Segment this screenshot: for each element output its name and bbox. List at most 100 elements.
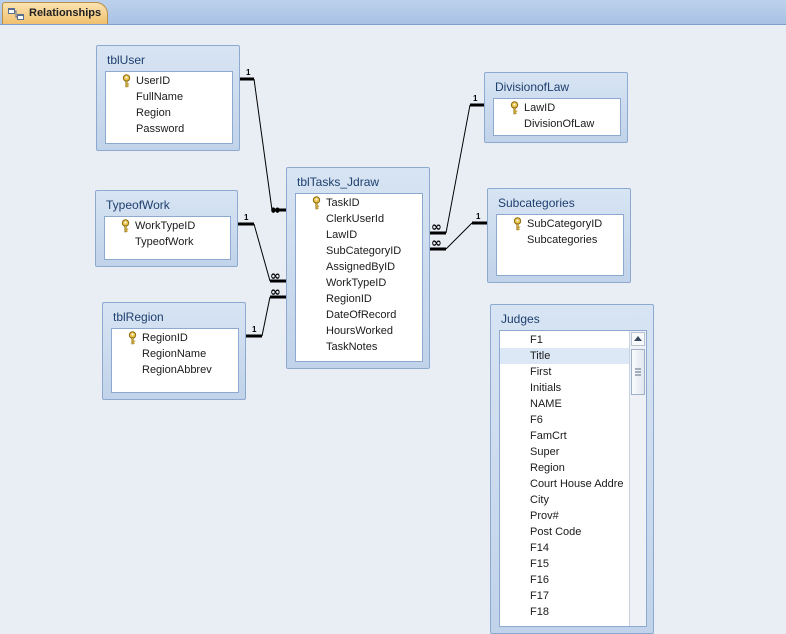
field-name: Subcategories — [527, 234, 598, 246]
field-name: F17 — [530, 590, 549, 602]
field-name: RegionID — [326, 293, 372, 305]
field-name: WorkTypeID — [135, 220, 196, 232]
field-row[interactable]: WorkTypeID — [105, 218, 230, 234]
field-name: First — [530, 366, 552, 378]
field-row[interactable]: F17 — [500, 588, 630, 604]
field-name: F6 — [530, 414, 543, 426]
field-name: F18 — [530, 606, 549, 618]
field-row[interactable]: F18 — [500, 604, 630, 620]
field-row[interactable]: ClerkUserId — [296, 211, 422, 227]
field-row[interactable]: RegionAbbrev — [112, 362, 238, 378]
field-row[interactable]: RegionID — [296, 291, 422, 307]
field-name: FullName — [136, 91, 184, 103]
field-row[interactable]: AssignedByID — [296, 259, 422, 275]
field-row[interactable]: F14 — [500, 540, 630, 556]
field-name: F15 — [530, 558, 549, 570]
table-typeofwork[interactable]: TypeofWork WorkTypeID TypeofWork — [95, 190, 238, 267]
field-name: SubCategoryID — [527, 218, 603, 230]
field-list: LawID DivisionOfLaw — [493, 98, 621, 136]
table-title[interactable]: Judges — [501, 312, 540, 326]
field-row[interactable]: Court House Addre — [500, 476, 630, 492]
table-title[interactable]: Subcategories — [498, 196, 575, 210]
field-name: RegionName — [142, 348, 207, 360]
scroll-thumb[interactable] — [631, 349, 645, 395]
field-name: F1 — [530, 334, 543, 346]
table-title[interactable]: tblRegion — [113, 310, 164, 324]
tab-label: Relationships — [29, 7, 102, 19]
field-row[interactable]: LawID — [296, 227, 422, 243]
field-name: Prov# — [530, 510, 559, 522]
field-name: NAME — [530, 398, 562, 410]
field-row[interactable]: Password — [106, 121, 232, 137]
field-row[interactable]: City — [500, 492, 630, 508]
vertical-scrollbar[interactable] — [629, 331, 646, 626]
field-name: Region — [530, 462, 565, 474]
field-name: Password — [136, 123, 185, 135]
document-tab-bar: Relationships — [0, 0, 786, 25]
field-row[interactable]: First — [500, 364, 630, 380]
field-row[interactable]: Region — [106, 105, 232, 121]
primary-key-icon — [121, 219, 130, 233]
field-row[interactable]: SubCategoryID — [497, 216, 623, 232]
field-row[interactable]: DateOfRecord — [296, 307, 422, 323]
field-row[interactable]: Title — [500, 348, 630, 364]
field-row[interactable]: F15 — [500, 556, 630, 572]
table-divisionoflaw[interactable]: DivisionofLaw LawID DivisionOfLaw — [484, 72, 628, 143]
field-name: SubCategoryID — [326, 245, 402, 257]
field-name: F14 — [530, 542, 549, 554]
field-name: Region — [136, 107, 171, 119]
relationships-icon — [8, 8, 24, 20]
table-title[interactable]: DivisionofLaw — [495, 80, 570, 94]
field-row[interactable]: NAME — [500, 396, 630, 412]
scroll-up-button[interactable] — [631, 332, 645, 346]
field-name: RegionAbbrev — [142, 364, 212, 376]
field-name: FamCrt — [530, 430, 567, 442]
field-name: UserID — [136, 75, 171, 87]
table-title[interactable]: tblTasks_Jdraw — [297, 175, 380, 189]
primary-key-icon — [122, 74, 131, 88]
primary-key-icon — [312, 196, 321, 210]
field-name: LawID — [524, 102, 556, 114]
field-name: City — [530, 494, 549, 506]
table-title[interactable]: tblUser — [107, 53, 146, 67]
field-row[interactable]: UserID — [106, 73, 232, 89]
field-row[interactable]: LawID — [494, 100, 620, 116]
field-row[interactable]: Post Code — [500, 524, 630, 540]
field-row[interactable]: Region — [500, 460, 630, 476]
field-row[interactable]: F6 — [500, 412, 630, 428]
field-row[interactable]: FamCrt — [500, 428, 630, 444]
field-row[interactable]: F16 — [500, 572, 630, 588]
primary-key-icon — [510, 101, 519, 115]
field-name: TaskNotes — [326, 341, 378, 353]
field-row[interactable]: WorkTypeID — [296, 275, 422, 291]
field-name: Court House Addre — [530, 478, 624, 490]
field-name: ClerkUserId — [326, 213, 385, 225]
field-row[interactable]: HoursWorked — [296, 323, 422, 339]
table-title[interactable]: TypeofWork — [106, 198, 170, 212]
field-row[interactable]: F1 — [500, 332, 630, 348]
field-row[interactable]: TaskID — [296, 195, 422, 211]
tab-relationships[interactable]: Relationships — [2, 2, 108, 24]
field-row[interactable]: Initials — [500, 380, 630, 396]
field-list: WorkTypeID TypeofWork — [104, 216, 231, 260]
field-row[interactable]: FullName — [106, 89, 232, 105]
field-row[interactable]: DivisionOfLaw — [494, 116, 620, 132]
field-row[interactable]: TaskNotes — [296, 339, 422, 355]
field-row[interactable]: Subcategories — [497, 232, 623, 248]
arrow-up-icon — [634, 336, 642, 341]
field-name: LawID — [326, 229, 358, 241]
field-row[interactable]: RegionName — [112, 346, 238, 362]
field-row[interactable]: Prov# — [500, 508, 630, 524]
primary-key-icon — [128, 331, 137, 345]
field-name: TypeofWork — [135, 236, 194, 248]
field-row[interactable]: SubCategoryID — [296, 243, 422, 259]
table-subcategories[interactable]: Subcategories SubCategoryID Subcategories — [487, 188, 631, 283]
field-name: Title — [530, 350, 551, 362]
field-row[interactable]: RegionID — [112, 330, 238, 346]
field-row[interactable]: Super — [500, 444, 630, 460]
field-row[interactable]: TypeofWork — [105, 234, 230, 250]
